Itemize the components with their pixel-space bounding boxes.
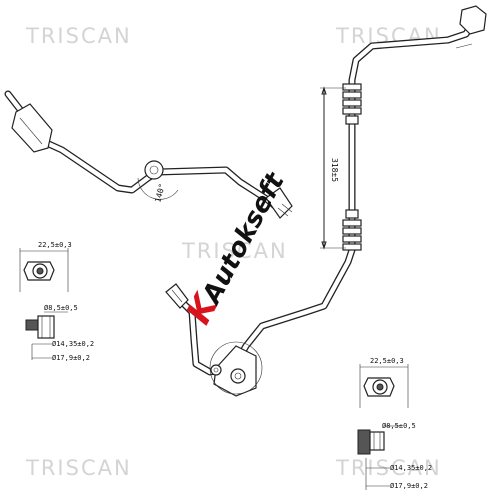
watermark-center: TRISCAN	[181, 239, 288, 263]
lower-branch	[165, 283, 263, 397]
upper-sleeve-ring-1	[342, 83, 362, 91]
lower-sleeve-ring-2	[342, 227, 362, 235]
lower-sleeve-ring-1	[342, 219, 362, 227]
fitting-left-outer: Ø17,9±0,2	[52, 354, 90, 362]
fitting-detail-left: 22,5±0,3 Ø8,5±0,5 Ø14,35±0,2 Ø17,9±0,2	[19, 241, 94, 362]
angle-arc	[137, 177, 179, 200]
watermark-bottom-left: TRISCAN	[25, 456, 132, 480]
fitting-left-bore: Ø8,5±0,5	[44, 304, 78, 312]
fitting-right-inner: Ø14,35±0,2	[390, 464, 432, 472]
fitting-right-bore: Ø8,5±0,5	[382, 422, 416, 430]
detail-circle	[209, 341, 263, 395]
mounting-clip	[144, 160, 164, 180]
upper-sleeve-ring-2	[342, 91, 362, 99]
fitting-left-section-dark	[25, 319, 39, 331]
top-end-fitting	[459, 5, 487, 35]
watermark-top-left: TRISCAN	[25, 24, 132, 48]
fitting-detail-right: 22,5±0,3 Ø8,5±0,5 Ø14,35±0,2 Ø17,9±0,2	[357, 357, 432, 490]
fitting-right-width: 22,5±0,3	[370, 357, 404, 365]
lower-sleeve-collar	[345, 209, 359, 219]
upper-sleeve-ring-3	[342, 99, 362, 107]
upper-sleeve-collar	[345, 115, 359, 125]
angle-label: 140°	[153, 183, 167, 204]
fitting-right-outer: Ø17,9±0,2	[390, 482, 428, 490]
length-dimension: 318±5	[330, 158, 339, 182]
lower-sleeve-ring-4	[342, 243, 362, 251]
fitting-right-section-dark	[357, 429, 371, 455]
fitting-left-width: 22,5±0,3	[38, 241, 72, 249]
main-pipe: 318±5	[234, 5, 487, 364]
upper-sleeve-ring-4	[342, 107, 362, 115]
lower-sleeve-ring-3	[342, 235, 362, 243]
fitting-left-inner: Ø14,35±0,2	[52, 340, 94, 348]
left-hose-connector	[11, 103, 53, 153]
right-fitting-end	[265, 187, 293, 219]
